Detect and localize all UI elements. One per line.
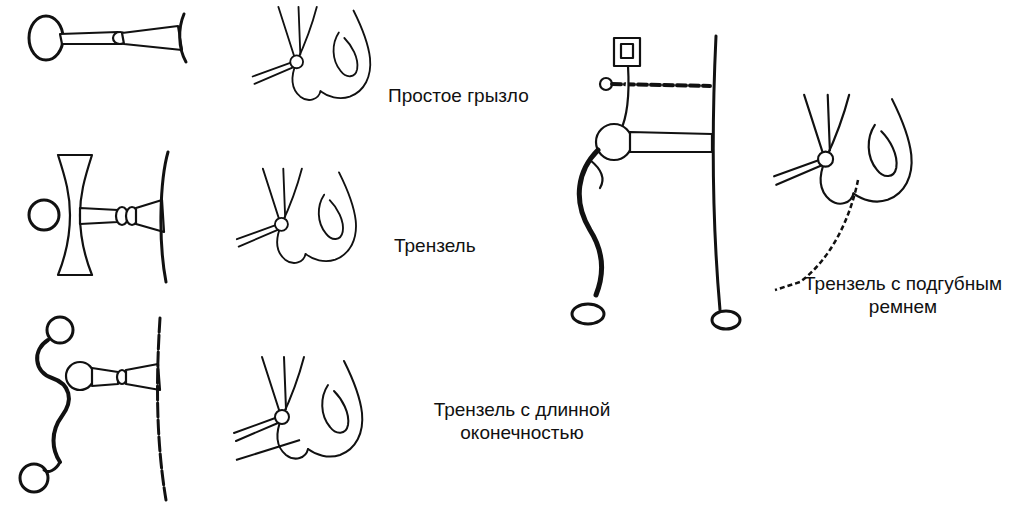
horse-muzzle bbox=[774, 95, 911, 204]
caption-label: Трензель bbox=[394, 234, 476, 257]
caption-label: Простое грызло bbox=[388, 84, 529, 107]
snaffle-full-cheek bbox=[29, 152, 168, 282]
horse-muzzle bbox=[237, 169, 356, 263]
horse-muzzle bbox=[234, 357, 362, 459]
horse-muzzle bbox=[253, 7, 371, 100]
caption-label: Трензель с подгубным ремнем bbox=[788, 272, 1018, 318]
curb-bit bbox=[572, 36, 740, 329]
snaffle-long-shank bbox=[20, 317, 166, 500]
caption-label: Трензель с длинной оконечностью bbox=[387, 398, 657, 444]
shank-reins bbox=[236, 440, 300, 460]
simple-snaffle bbox=[29, 14, 186, 62]
